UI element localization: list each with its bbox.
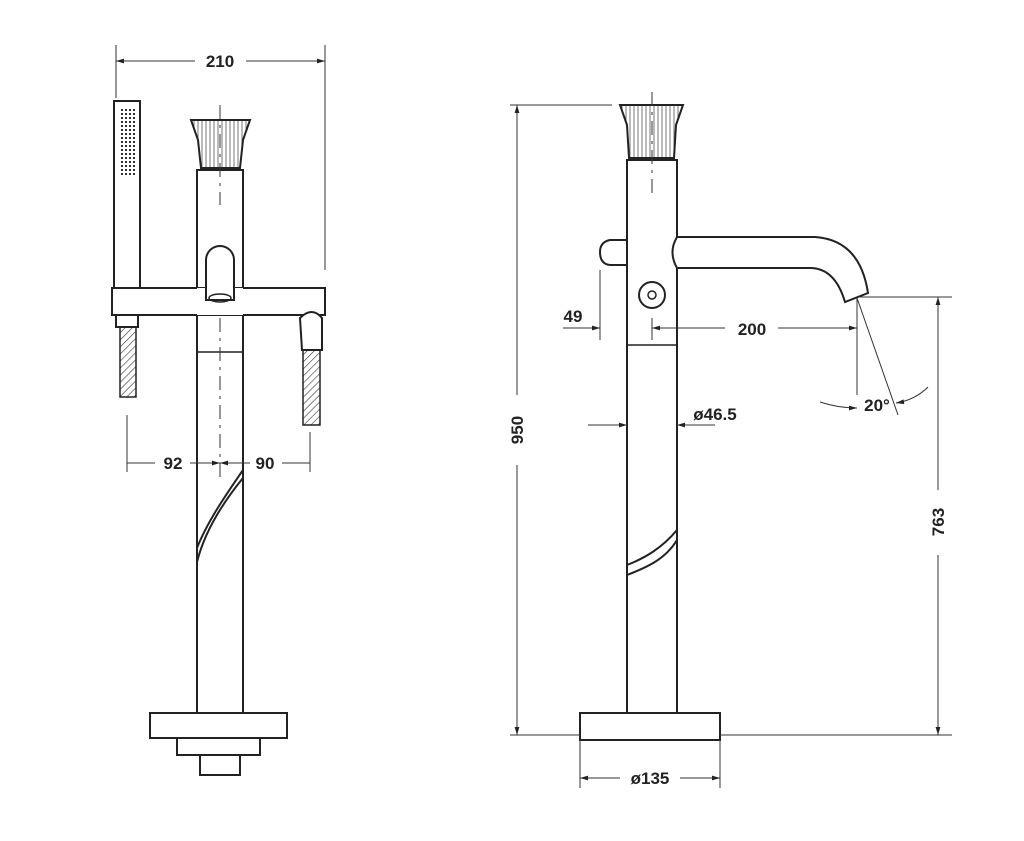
base (579, 712, 721, 741)
front-view: 210 92 90 (111, 45, 326, 776)
dim-left-offset: 92 (164, 454, 183, 473)
base (149, 712, 288, 776)
holder-right (298, 311, 323, 426)
side-view: 950 763 200 49 ø46.5 20° ø135 (508, 92, 952, 788)
diverter-button (598, 239, 628, 266)
hand-shower (113, 100, 141, 398)
spout (671, 236, 870, 304)
dim-pipe-diameter: ø46.5 (693, 405, 736, 424)
dim-right-offset: 90 (256, 454, 275, 473)
dim-height-total: 950 (508, 416, 527, 444)
stem (626, 159, 678, 716)
dim-button-offset: 49 (564, 307, 583, 326)
dim-spout-reach: 200 (738, 320, 766, 339)
dim-width-total: 210 (206, 52, 234, 71)
spout-opening (205, 245, 235, 301)
dim-spray-angle: 20° (864, 396, 890, 415)
dim-spout-height: 763 (929, 508, 948, 536)
dim-base-diameter: ø135 (631, 769, 670, 788)
screw (638, 281, 666, 309)
